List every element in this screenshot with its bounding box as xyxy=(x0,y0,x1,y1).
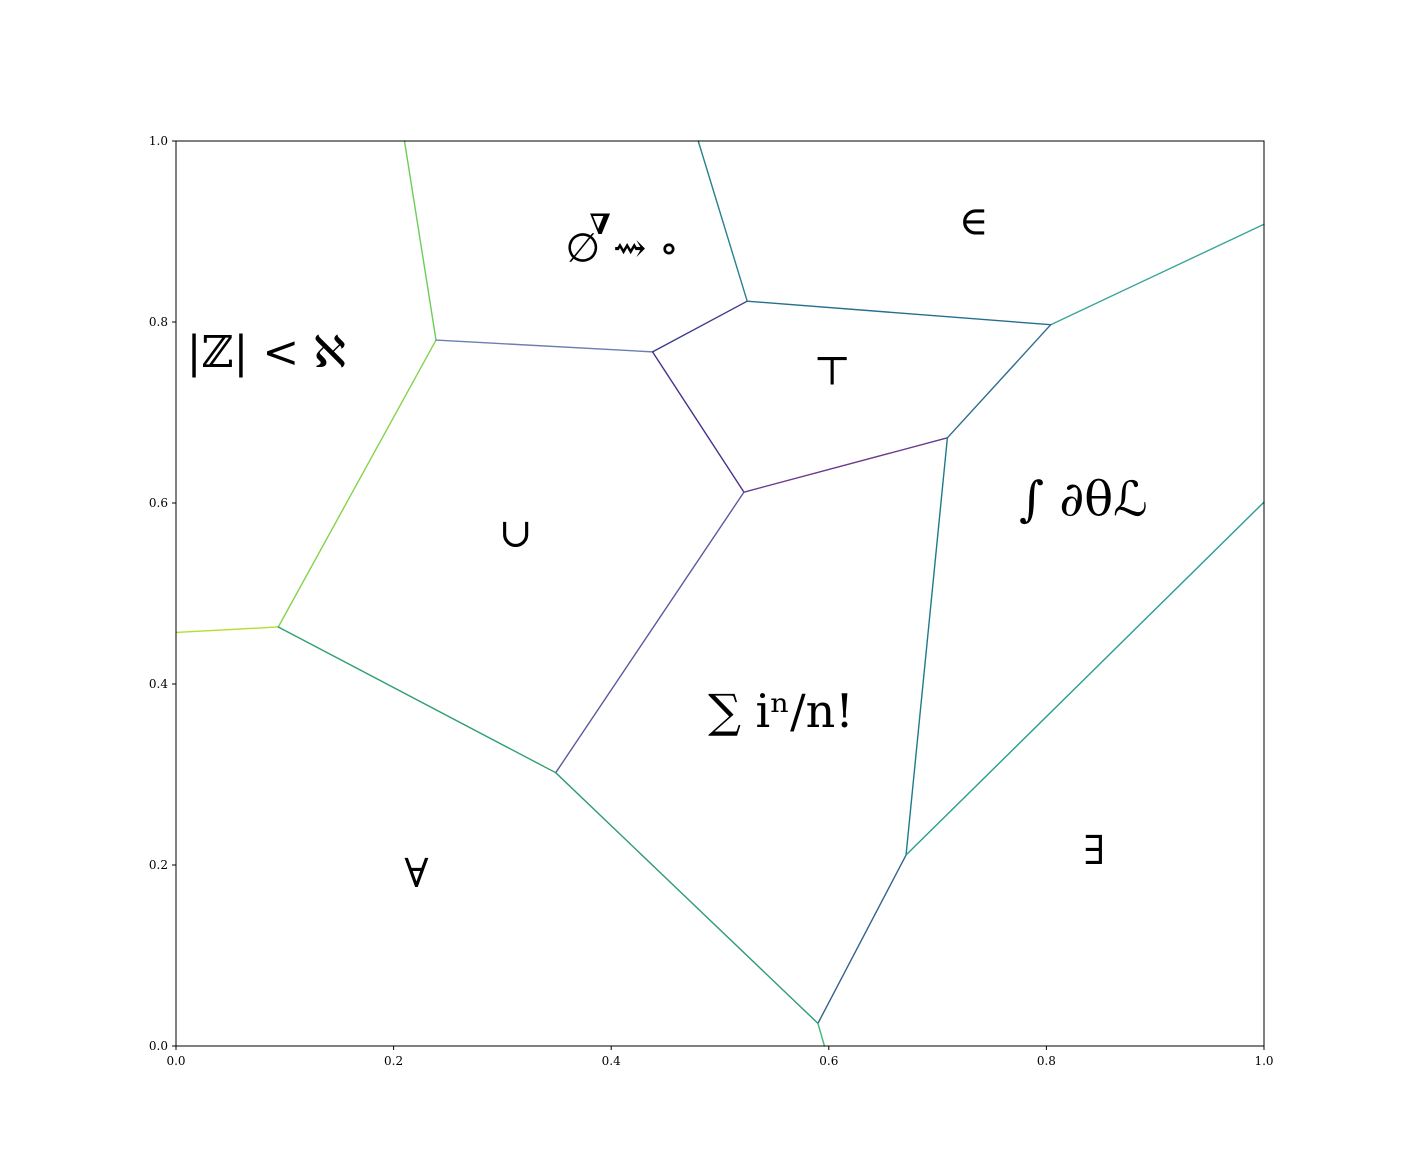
x-tick-label-2: 0.4 xyxy=(602,1054,621,1068)
voronoi-edge-0 xyxy=(403,140,437,341)
voronoi-edge-6 xyxy=(746,300,1052,326)
voronoi-edge-13 xyxy=(905,437,949,856)
edges-layer xyxy=(175,140,1265,1047)
x-tick-label-3: 0.6 xyxy=(819,1054,838,1068)
region-label-8: ∀ xyxy=(404,851,428,897)
region-label-1: ∅ ⇝ ∘ xyxy=(565,225,678,271)
y-tick-label-2: 0.4 xyxy=(149,677,168,691)
x-tick-label-0: 0.0 xyxy=(166,1054,185,1068)
voronoi-edge-15 xyxy=(817,854,907,1025)
axes-frame xyxy=(175,140,1265,1047)
x-tick-label-4: 0.8 xyxy=(1037,1054,1056,1068)
x-tick-label-1: 0.2 xyxy=(384,1054,403,1068)
region-label-3: ⊤ xyxy=(813,348,851,394)
voronoi-edge-3 xyxy=(435,339,654,353)
y-tick-label-1: 0.2 xyxy=(149,858,168,872)
y-tick-label-0: 0.0 xyxy=(149,1039,168,1053)
voronoi-edge-7 xyxy=(1050,223,1265,326)
voronoi-edge-16 xyxy=(817,1022,826,1047)
y-tick-label-4: 0.8 xyxy=(149,315,168,329)
y-tick-label-3: 0.6 xyxy=(149,496,168,510)
region-label-7: ∃ xyxy=(1083,828,1105,874)
voronoi-edge-14 xyxy=(555,771,819,1025)
region-label-1-overset: ∇ xyxy=(590,208,611,241)
region-label-5: ∫ ∂θℒ xyxy=(1019,472,1148,528)
x-tick-label-5: 1.0 xyxy=(1254,1054,1273,1068)
voronoi-edge-11 xyxy=(555,491,745,774)
region-label-6: ∑ iⁿ/n! xyxy=(708,684,854,738)
voronoi-edge-17 xyxy=(905,501,1265,856)
ticks-layer: 0.0 0.2 0.4 0.6 0.8 1.0 0.0 0.2 0.4 0.6 0.8 1.0 xyxy=(149,134,1274,1068)
voronoi-edge-9 xyxy=(651,351,745,493)
voronoi-edge-1 xyxy=(277,339,437,628)
voronoi-edge-10 xyxy=(743,437,949,493)
region-label-2: ∈ xyxy=(959,198,989,244)
region-label-0: |ℤ| < ℵ xyxy=(187,327,346,378)
voronoi-edge-8 xyxy=(946,324,1052,439)
voronoi-edge-12 xyxy=(277,626,557,774)
region-label-4: ∪ xyxy=(499,510,533,556)
region-labels-layer: |ℤ| < ℵ ∅ ⇝ ∘∇ ∈ ⊤ ∪ ∫ ∂θℒ ∑ iⁿ/n! ∃ ∀ xyxy=(187,198,1148,897)
voronoi-edge-5 xyxy=(651,300,748,353)
voronoi-edge-2 xyxy=(175,626,279,634)
voronoi-edge-4 xyxy=(697,140,748,302)
y-tick-label-5: 1.0 xyxy=(149,134,168,148)
